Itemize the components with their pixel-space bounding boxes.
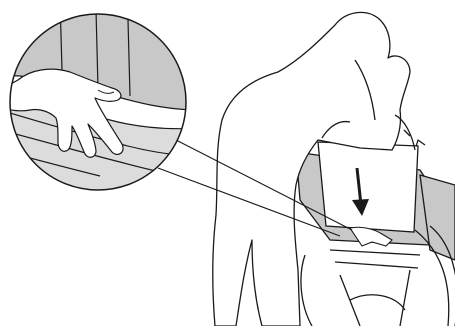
- seat-board: [318, 142, 418, 232]
- magnifier-inset: [0, 0, 200, 200]
- side-panel: [420, 175, 455, 260]
